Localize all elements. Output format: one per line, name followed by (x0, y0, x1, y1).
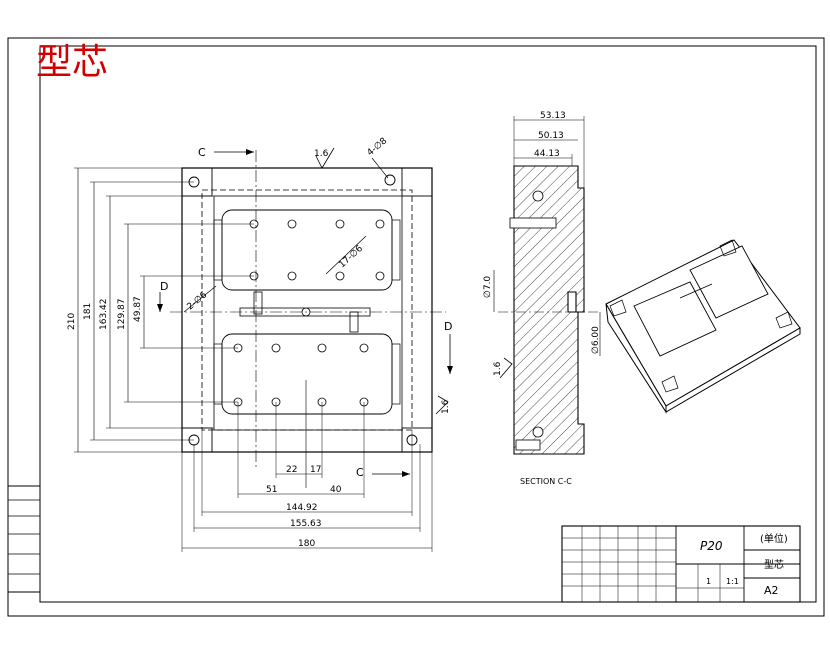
title-block-scale: 1:1 (726, 577, 739, 586)
section-body (513, 165, 585, 455)
dim-side-53: 53.13 (513, 111, 585, 188)
iso-plate-side-front (665, 327, 801, 413)
title-block-part-no: P20 (700, 539, 723, 553)
ejector-hole (287, 271, 297, 281)
svg-text:51: 51 (266, 485, 277, 495)
svg-text:181: 181 (83, 303, 93, 320)
title-block-sheet-size: A2 (764, 584, 779, 597)
section-bore-bottom (515, 439, 541, 451)
dim-51-40: 51 40 (237, 402, 365, 498)
svg-text:144.92: 144.92 (286, 503, 318, 513)
dim-side-dia-7: ∅7.0 (483, 270, 495, 312)
title-stamp: 型芯 (36, 42, 108, 83)
svg-text:17: 17 (310, 465, 321, 475)
svg-text:1.6: 1.6 (493, 361, 503, 376)
svg-text:1.6: 1.6 (314, 149, 329, 159)
section-bore-top (509, 217, 557, 229)
corner-pocket-tr (384, 167, 433, 197)
dim-side-50: 50.13 (514, 131, 578, 141)
section-hole-top (532, 190, 544, 202)
svg-text:4-∅8: 4-∅8 (366, 136, 390, 158)
iso-cavity-left (633, 281, 717, 357)
dim-side-dia-6: ∅6.00 (591, 312, 601, 356)
svg-text:180: 180 (298, 539, 315, 549)
core-insert-outline (213, 195, 403, 431)
section-label-d-left: D (160, 280, 168, 293)
svg-text:210: 210 (67, 313, 77, 330)
isometric-view (605, 239, 801, 414)
front-view: C C D D 1.6 1.6 4-∅8 17-∅6 2-∅6 (67, 136, 453, 552)
hole-callout-17: 17-∅6 (325, 235, 367, 275)
upper-cavity-slot-left (213, 219, 223, 281)
sheet-border-inner (39, 45, 817, 603)
svg-text:53.13: 53.13 (540, 111, 566, 121)
iso-corner-pocket (719, 239, 737, 257)
svg-text:163.42: 163.42 (99, 299, 109, 331)
title-block-count: 1 (706, 577, 711, 586)
svg-text:40: 40 (330, 485, 342, 495)
roughness-mark-side: 1.6 (493, 357, 513, 379)
svg-text:∅7.0: ∅7.0 (483, 276, 493, 298)
title-block-part-name: 型芯 (764, 558, 784, 571)
hole-callout-4: 4-∅8 (366, 136, 390, 179)
ejector-hole (335, 219, 345, 229)
hole-callout-2: 2-∅6 (183, 285, 217, 312)
dim-width-144: 144.92 (201, 430, 413, 516)
section-label-c-bottom: C (356, 466, 364, 479)
roughness-mark-right: 1.6 (435, 395, 451, 415)
corner-pocket-br (401, 427, 433, 453)
svg-text:∅6.00: ∅6.00 (591, 326, 601, 354)
lower-cavity-slot-right (391, 343, 401, 405)
svg-text:44.13: 44.13 (534, 149, 560, 159)
svg-text:50.13: 50.13 (538, 131, 564, 141)
section-caption: SECTION C-C (520, 477, 572, 486)
title-block: P20 (单位) 型芯 A2 1:1 1 (561, 525, 801, 603)
section-label-c-top: C (198, 146, 206, 159)
sheet-border-outer (7, 37, 825, 617)
dim-width-155: 155.63 (193, 444, 421, 532)
section-hole-bottom (532, 426, 544, 438)
svg-text:2-∅6: 2-∅6 (186, 290, 210, 312)
iso-corner-pocket (609, 299, 627, 317)
svg-text:22: 22 (286, 465, 297, 475)
runner-gate-right (349, 311, 359, 333)
iso-runner (679, 283, 713, 299)
svg-text:129.87: 129.87 (117, 299, 127, 331)
core-plate-outline (181, 167, 433, 453)
upper-cavity (221, 209, 393, 291)
roughness-mark-top: 1.6 (314, 147, 335, 169)
svg-text:155.63: 155.63 (290, 519, 322, 529)
ejector-hole (359, 343, 369, 353)
dim-side-44: 44.13 (514, 149, 573, 166)
ejector-hole (375, 271, 385, 281)
lower-cavity (221, 333, 393, 415)
title-block-company: (单位) (760, 532, 788, 545)
dim-height-181: 181 (83, 181, 194, 441)
upper-cavity-slot-right (391, 219, 401, 281)
left-margin-table (7, 485, 41, 593)
ejector-hole (335, 271, 345, 281)
svg-text:49.87: 49.87 (133, 296, 143, 322)
iso-corner-pocket (661, 375, 679, 393)
dim-height-49: 49.87 (133, 275, 254, 349)
core-inner-boundary (201, 189, 413, 431)
dim-height-210: 210 (67, 167, 182, 453)
ejector-hole (375, 219, 385, 229)
ejector-hole (287, 219, 297, 229)
dim-width-180: 180 (181, 452, 433, 552)
dim-22-17: 22 17 (275, 402, 323, 478)
section-view: 53.13 50.13 44.13 ∅7.0 ∅6.00 1.6 SECTION… (483, 111, 601, 486)
iso-corner-pocket (775, 311, 793, 329)
ejector-hole (317, 343, 327, 353)
runner-gate-left (253, 291, 263, 315)
section-label-d-right: D (444, 320, 452, 333)
ejector-hole (271, 343, 281, 353)
lower-cavity-slot-left (213, 343, 223, 405)
dim-height-129: 129.87 (117, 223, 254, 403)
dim-height-163: 163.42 (99, 195, 214, 429)
svg-text:17-∅6: 17-∅6 (337, 244, 365, 271)
svg-text:1.6: 1.6 (441, 399, 451, 414)
iso-cavity-right (689, 245, 769, 319)
